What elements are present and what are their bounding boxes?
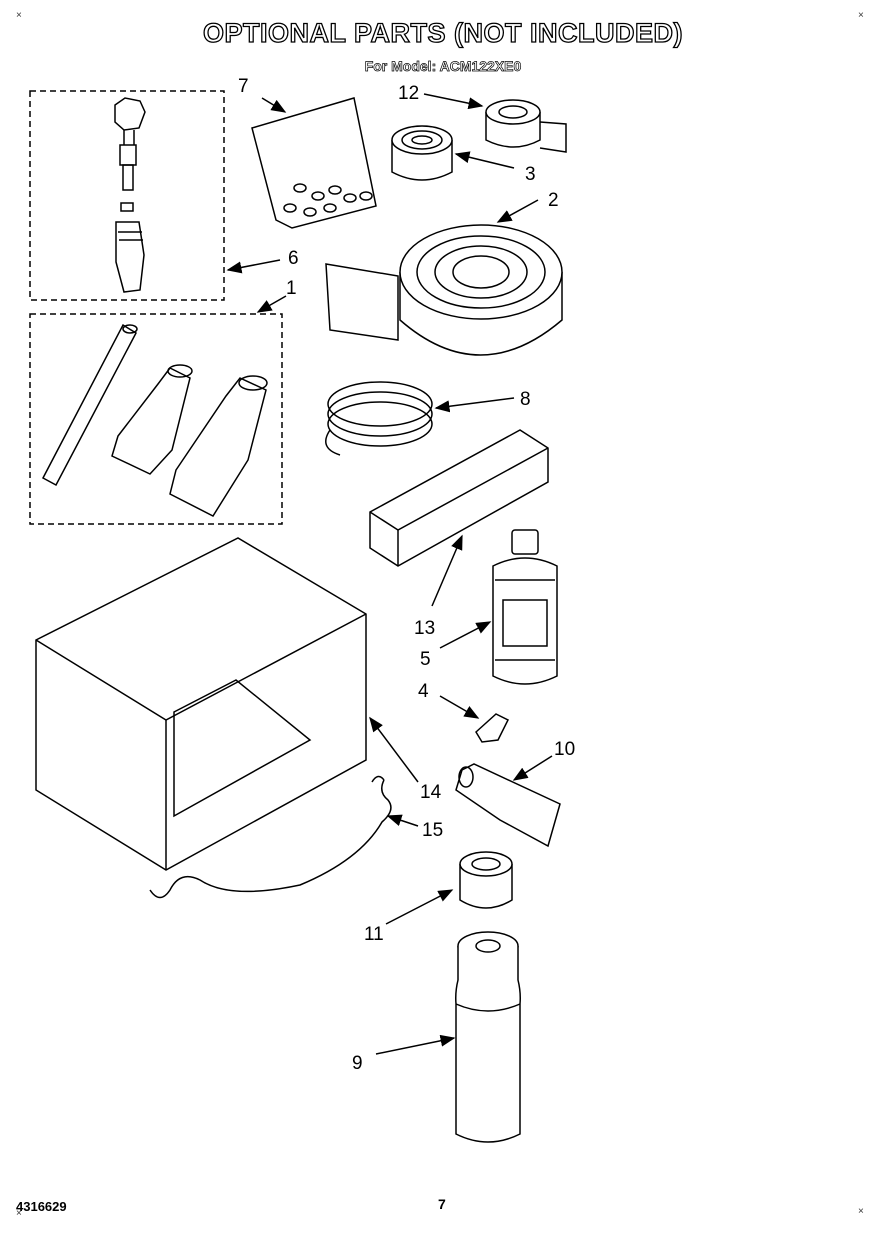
valve-icon: [114, 97, 146, 293]
callout-8: 8: [520, 389, 531, 410]
callout-4: 4: [418, 681, 429, 702]
spray-can-icon: [455, 931, 521, 1143]
callout-1: 1: [286, 278, 297, 299]
part-6-box: [29, 90, 225, 301]
foam-strip-icon: [369, 429, 549, 567]
tape-roll-medium-icon: [391, 125, 453, 181]
stick-icon: [41, 323, 138, 487]
corner-mark: ×: [16, 1208, 22, 1219]
page-number: 7: [438, 1196, 446, 1212]
tube-small-icon: [111, 364, 193, 475]
tape-roll-small-icon: [485, 99, 567, 153]
page-title: OPTIONAL PARTS (NOT INCLUDED): [202, 17, 683, 48]
callout-2: 2: [548, 190, 559, 211]
callout-6: 6: [288, 248, 299, 269]
callout-3: 3: [525, 164, 536, 185]
callout-11: 11: [364, 924, 384, 945]
part-1-box: [29, 313, 283, 525]
callout-9: 9: [352, 1053, 363, 1074]
fastener-bag-icon: [251, 97, 377, 229]
tube-large-icon: [169, 375, 268, 517]
tape-roll-cap-icon: [459, 851, 513, 909]
tube-ointment-icon: [455, 763, 561, 848]
corner-mark: ×: [858, 1206, 864, 1217]
callout-12: 12: [398, 83, 419, 104]
wire-coil-icon: [325, 381, 433, 456]
part-number: 4316629: [16, 1199, 67, 1214]
unit-cover-icon: [35, 537, 367, 871]
callout-13: 13: [414, 618, 435, 639]
corner-mark: ×: [858, 10, 864, 21]
bottle-icon: [492, 529, 558, 685]
corner-mark: ×: [16, 10, 22, 21]
plug-icon: [475, 713, 510, 743]
callout-15: 15: [422, 820, 443, 841]
model-subtitle: For Model: ACM122XE0: [364, 58, 522, 75]
callout-5: 5: [420, 649, 431, 670]
callout-7: 7: [238, 76, 249, 97]
cord-icon: [149, 775, 392, 899]
callout-10: 10: [554, 739, 575, 760]
callout-14: 14: [420, 782, 442, 803]
insulation-roll-icon: [325, 224, 563, 356]
